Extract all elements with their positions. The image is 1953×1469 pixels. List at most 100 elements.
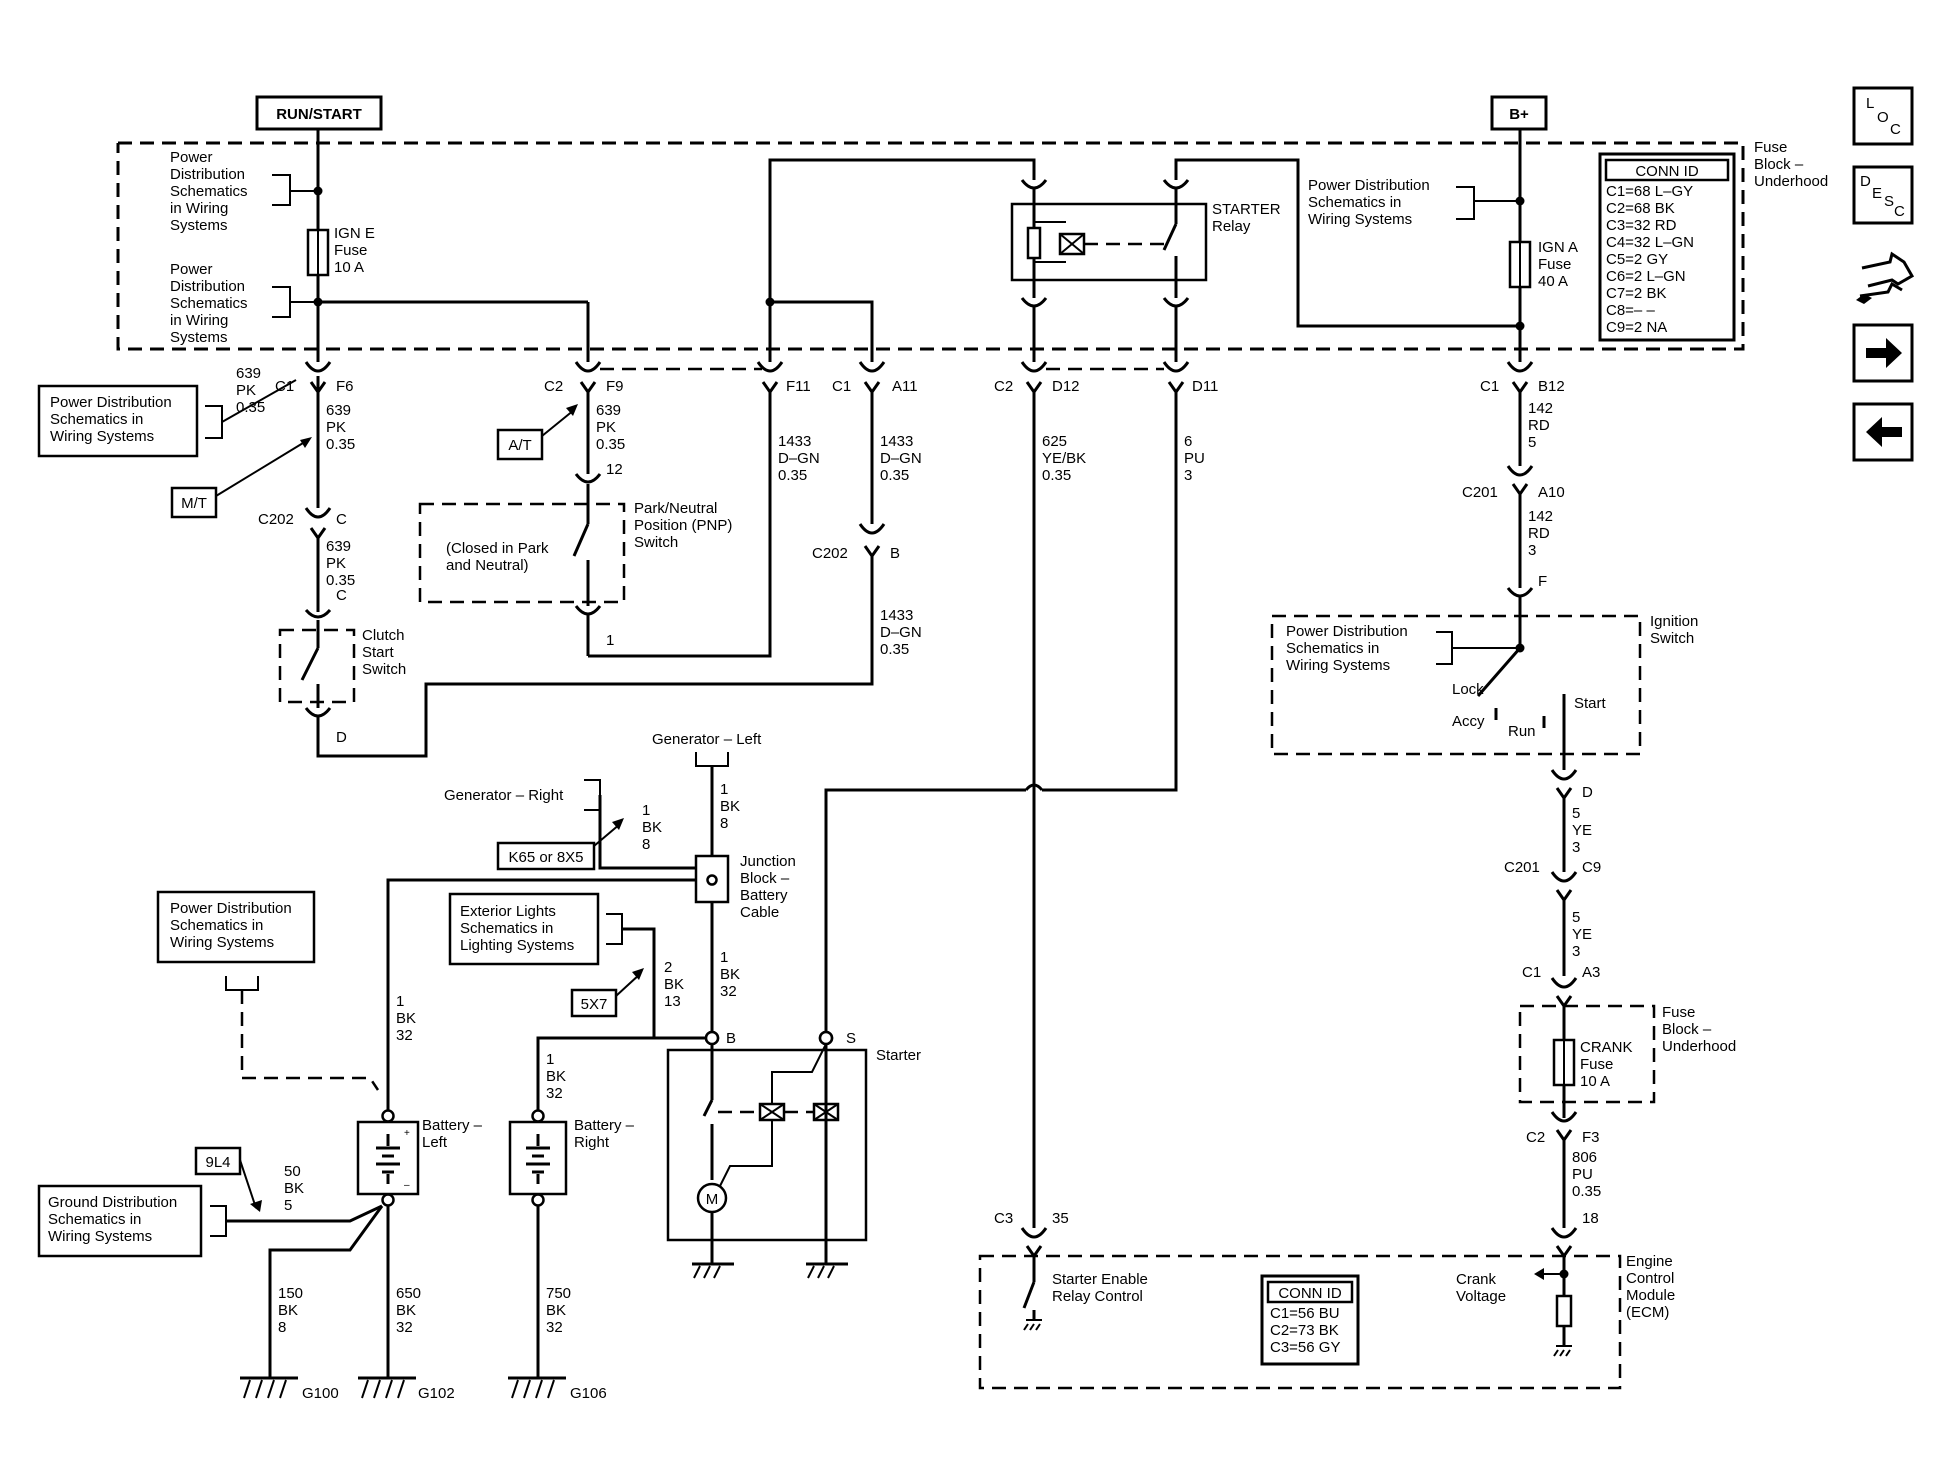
wire-1bk32-battery-right-label: 1 BK 32 (546, 1051, 566, 1102)
svg-text:–: – (404, 1180, 410, 1191)
at-option-label: A/T (496, 404, 578, 461)
wire-1433-a11-label: 1433 D–GN 0.35 (880, 433, 922, 484)
svg-text:C5=2 GY: C5=2 GY (1606, 251, 1668, 268)
battery-positive-label: B+ (1490, 95, 1548, 131)
svg-text:0.35: 0.35 (1572, 1183, 1601, 1200)
svg-text:Power Distribution: Power Distribution (1286, 623, 1408, 640)
svg-text:S: S (846, 1030, 856, 1047)
svg-text:C3=56 GY: C3=56 GY (1270, 1339, 1340, 1356)
svg-text:CONN ID: CONN ID (1635, 163, 1699, 180)
svg-text:Left: Left (422, 1134, 448, 1151)
svg-text:IGN A: IGN A (1538, 239, 1578, 256)
svg-text:D: D (1860, 173, 1871, 190)
svg-text:Module: Module (1626, 1287, 1675, 1304)
battery-left-ground-150 (268, 1205, 384, 1378)
svg-text:M: M (706, 1191, 719, 1208)
fuse-block-border (116, 141, 1745, 351)
description-view-button[interactable]: D E S C (1852, 165, 1914, 225)
svg-text:D–GN: D–GN (880, 624, 922, 641)
svg-text:625: 625 (1042, 433, 1067, 450)
connector-d11: D11 (1162, 361, 1218, 395)
connector-c201-c9: C201 C9 (1504, 859, 1601, 903)
svg-text:Schematics in: Schematics in (170, 917, 263, 934)
wire-1433-f11-label: 1433 D–GN 0.35 (778, 433, 820, 484)
svg-text:O: O (1877, 109, 1889, 126)
svg-text:BK: BK (720, 966, 740, 983)
svg-text:Fuse: Fuse (1538, 256, 1571, 273)
svg-text:142: 142 (1528, 508, 1553, 525)
svg-text:1: 1 (606, 632, 614, 649)
svg-text:Schematics in: Schematics in (48, 1211, 141, 1228)
svg-text:Switch: Switch (634, 534, 678, 551)
svg-text:50: 50 (284, 1163, 301, 1180)
svg-text:6: 6 (1184, 433, 1192, 450)
svg-text:18: 18 (1582, 1210, 1599, 1227)
wire-150-label: 150 BK 8 (278, 1285, 303, 1336)
svg-text:3: 3 (1528, 542, 1536, 559)
svg-text:Block –: Block – (740, 870, 790, 887)
svg-text:C1=56 BU: C1=56 BU (1270, 1305, 1340, 1322)
svg-text:C6=2 L–GN: C6=2 L–GN (1606, 268, 1686, 285)
svg-text:142: 142 (1528, 400, 1553, 417)
location-view-button[interactable]: L O C (1852, 86, 1914, 146)
svg-text:STARTER: STARTER (1212, 201, 1281, 218)
svg-text:G106: G106 (570, 1385, 607, 1402)
wire-crossover (1024, 783, 1044, 791)
svg-text:750: 750 (546, 1285, 571, 1302)
svg-text:32: 32 (396, 1319, 413, 1336)
svg-text:Wiring Systems: Wiring Systems (1286, 657, 1390, 674)
service-tools-icon[interactable] (1856, 251, 1915, 304)
svg-text:Schematics: Schematics (170, 295, 248, 312)
svg-text:BK: BK (278, 1302, 298, 1319)
svg-text:9L4: 9L4 (205, 1154, 230, 1171)
svg-text:32: 32 (396, 1027, 413, 1044)
pnp-switch: Park/Neutral Position (PNP) Switch (Clos… (418, 473, 732, 656)
svg-text:Power: Power (170, 261, 213, 278)
svg-text:1433: 1433 (880, 607, 913, 624)
previous-page-button[interactable] (1852, 402, 1914, 462)
power-distribution-ref-1: Power Distribution Schematics in Wiring … (170, 149, 318, 234)
svg-text:639: 639 (596, 402, 621, 419)
svg-text:RUN/START: RUN/START (276, 106, 362, 123)
connector-c202-c: C202 C (258, 507, 347, 541)
svg-text:G100: G100 (302, 1385, 339, 1402)
svg-text:1: 1 (396, 993, 404, 1010)
svg-text:Power Distribution: Power Distribution (1308, 177, 1430, 194)
svg-text:Start: Start (362, 644, 395, 661)
wire-1433-c202-label: 1433 D–GN 0.35 (880, 607, 922, 658)
svg-text:3: 3 (1184, 467, 1192, 484)
svg-text:10 A: 10 A (334, 259, 364, 276)
svg-text:1: 1 (546, 1051, 554, 1068)
svg-text:C7=2 BK: C7=2 BK (1606, 285, 1666, 302)
connector-c1-b12: C1 B12 (1480, 361, 1565, 395)
svg-text:Schematics in: Schematics in (460, 920, 553, 937)
next-page-button[interactable] (1852, 323, 1914, 383)
generator-right-ref: Generator – Right 1 BK 8 (444, 779, 696, 870)
svg-text:Ground Distribution: Ground Distribution (48, 1194, 177, 1211)
svg-text:C1: C1 (1480, 378, 1499, 395)
run-start-feed-wire (313, 129, 590, 362)
svg-text:0.35: 0.35 (880, 467, 909, 484)
wire-639-f9-label: 639 PK 0.35 12 (596, 402, 625, 478)
starter-relay: STARTER Relay (1010, 179, 1281, 308)
svg-text:D–GN: D–GN (778, 450, 820, 467)
ground-g100: G100 (240, 1376, 339, 1402)
svg-text:PK: PK (596, 419, 616, 436)
svg-text:Ignition: Ignition (1650, 613, 1698, 630)
svg-text:Switch: Switch (362, 661, 406, 678)
connector-c1-a11: C1 A11 (832, 361, 918, 395)
svg-text:Clutch: Clutch (362, 627, 405, 644)
svg-text:Fuse: Fuse (1754, 139, 1787, 156)
svg-text:1433: 1433 (778, 433, 811, 450)
svg-text:Run: Run (1508, 723, 1536, 740)
solenoid-s-wire (824, 788, 1026, 1038)
mt-option-label: M/T (170, 437, 312, 519)
svg-text:CONN ID: CONN ID (1278, 1285, 1342, 1302)
svg-text:F6: F6 (336, 378, 354, 395)
svg-text:Junction: Junction (740, 853, 796, 870)
svg-text:E: E (1872, 185, 1882, 202)
svg-text:Crank: Crank (1456, 1271, 1497, 1288)
svg-text:Relay Control: Relay Control (1052, 1288, 1143, 1305)
svg-text:Lock: Lock (1452, 681, 1484, 698)
